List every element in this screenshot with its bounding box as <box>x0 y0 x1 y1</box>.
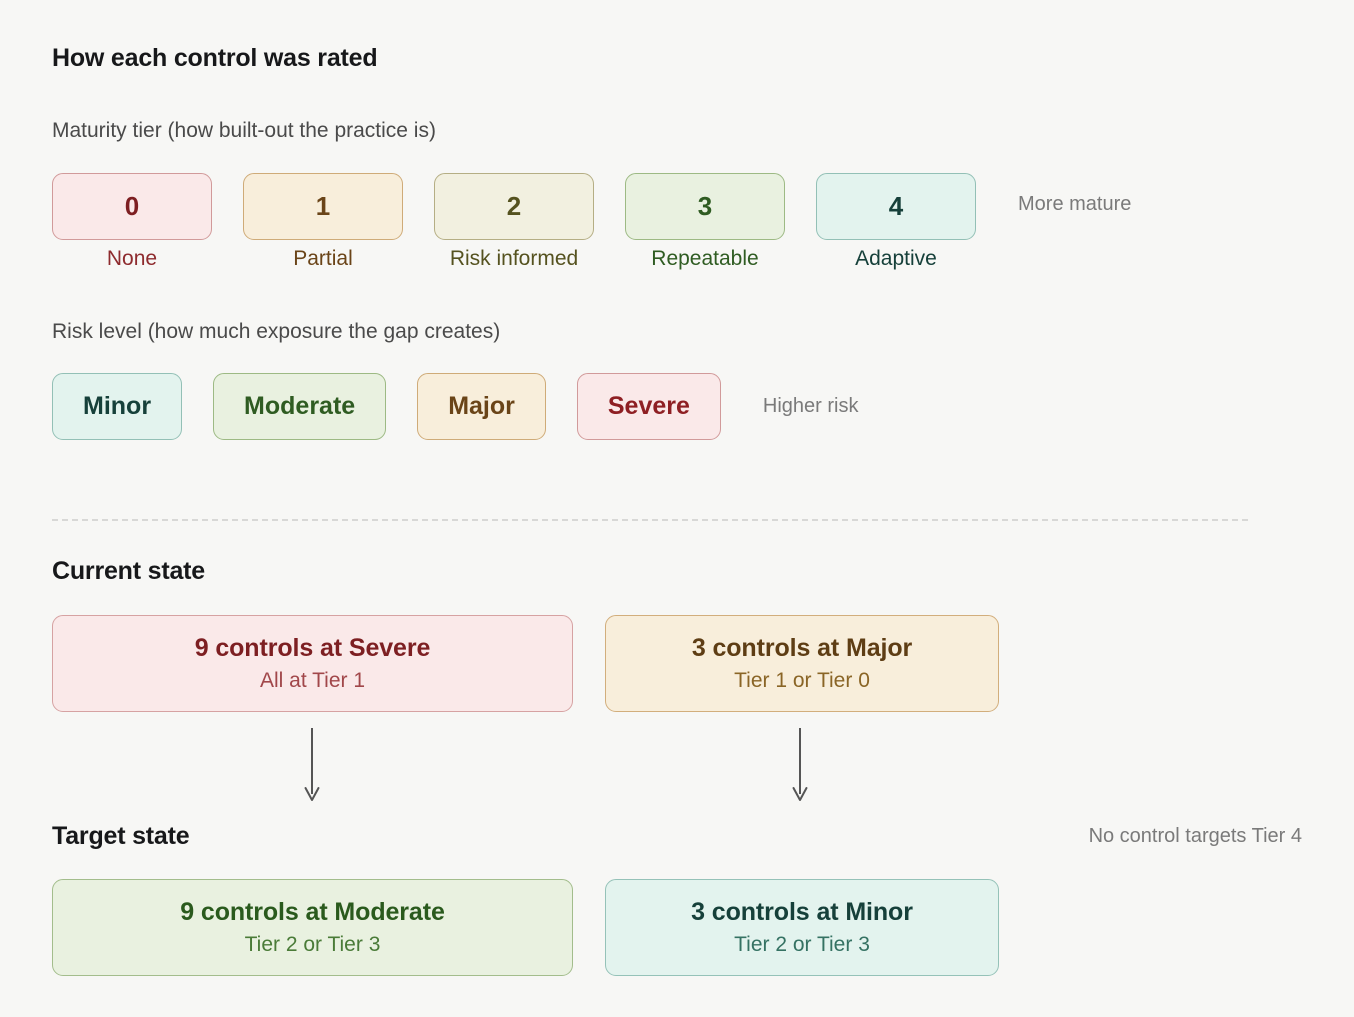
risk-level-minor[interactable]: Minor <box>52 373 183 440</box>
section-divider <box>52 519 1248 521</box>
card-subtitle: Tier 2 or Tier 3 <box>244 933 381 956</box>
target-state-card-minor[interactable]: 3 controls at Minor Tier 2 or Tier 3 <box>605 879 999 976</box>
target-state-card-moderate[interactable]: 9 controls at Moderate Tier 2 or Tier 3 <box>52 879 573 976</box>
maturity-tier-3-caption: Repeatable <box>651 247 759 270</box>
maturity-tier-0-caption: None <box>106 247 158 270</box>
maturity-tier-1-value: 1 <box>243 173 403 240</box>
transition-arrow-down-icon <box>792 728 808 801</box>
page-title: How each control was rated <box>52 44 378 72</box>
maturity-tier-2-caption: Risk informed <box>449 247 579 270</box>
maturity-tier-2[interactable]: 2 Risk informed <box>434 173 594 270</box>
current-state-title: Current state <box>52 557 205 585</box>
maturity-tier-2-value: 2 <box>434 173 594 240</box>
risk-level-moderate[interactable]: Moderate <box>213 373 387 440</box>
risk-scale-hint: Higher risk <box>762 395 859 417</box>
maturity-tier-3-value: 3 <box>625 173 785 240</box>
card-title: 9 controls at Moderate <box>180 898 445 926</box>
target-state-note: No control targets Tier 4 <box>1088 825 1302 847</box>
maturity-scale: 0 None 1 Partial 2 Risk informed 3 Repea… <box>52 173 1131 270</box>
current-state-cards: 9 controls at Severe All at Tier 1 3 con… <box>52 615 999 712</box>
maturity-tier-4-caption: Adaptive <box>855 247 937 270</box>
card-subtitle: All at Tier 1 <box>259 669 366 692</box>
target-state-title: Target state <box>52 822 190 850</box>
current-state-card-major[interactable]: 3 controls at Major Tier 1 or Tier 0 <box>605 615 999 712</box>
card-title: 9 controls at Severe <box>194 634 431 662</box>
maturity-tier-1-caption: Partial <box>293 247 353 270</box>
risk-level-major[interactable]: Major <box>417 373 546 440</box>
current-state-card-severe[interactable]: 9 controls at Severe All at Tier 1 <box>52 615 573 712</box>
card-subtitle: Tier 2 or Tier 3 <box>734 933 870 956</box>
card-title: 3 controls at Major <box>691 634 913 662</box>
maturity-tier-4[interactable]: 4 Adaptive <box>816 173 976 270</box>
maturity-tier-1[interactable]: 1 Partial <box>243 173 403 270</box>
risk-scale-label: Risk level (how much exposure the gap cr… <box>52 320 501 343</box>
target-state-cards: 9 controls at Moderate Tier 2 or Tier 3 … <box>52 879 999 976</box>
card-title: 3 controls at Minor <box>691 898 913 926</box>
risk-level-severe[interactable]: Severe <box>576 373 721 440</box>
transition-arrow-down-icon <box>304 728 320 801</box>
maturity-tier-4-value: 4 <box>816 173 976 240</box>
maturity-tier-0[interactable]: 0 None <box>52 173 212 270</box>
maturity-tier-3[interactable]: 3 Repeatable <box>625 173 785 270</box>
maturity-tier-0-value: 0 <box>52 173 212 240</box>
maturity-scale-hint: More mature <box>1018 193 1132 215</box>
card-subtitle: Tier 1 or Tier 0 <box>734 669 870 692</box>
maturity-scale-label: Maturity tier (how built-out the practic… <box>52 119 436 142</box>
risk-scale: Minor Moderate Major Severe Higher risk <box>52 373 858 440</box>
